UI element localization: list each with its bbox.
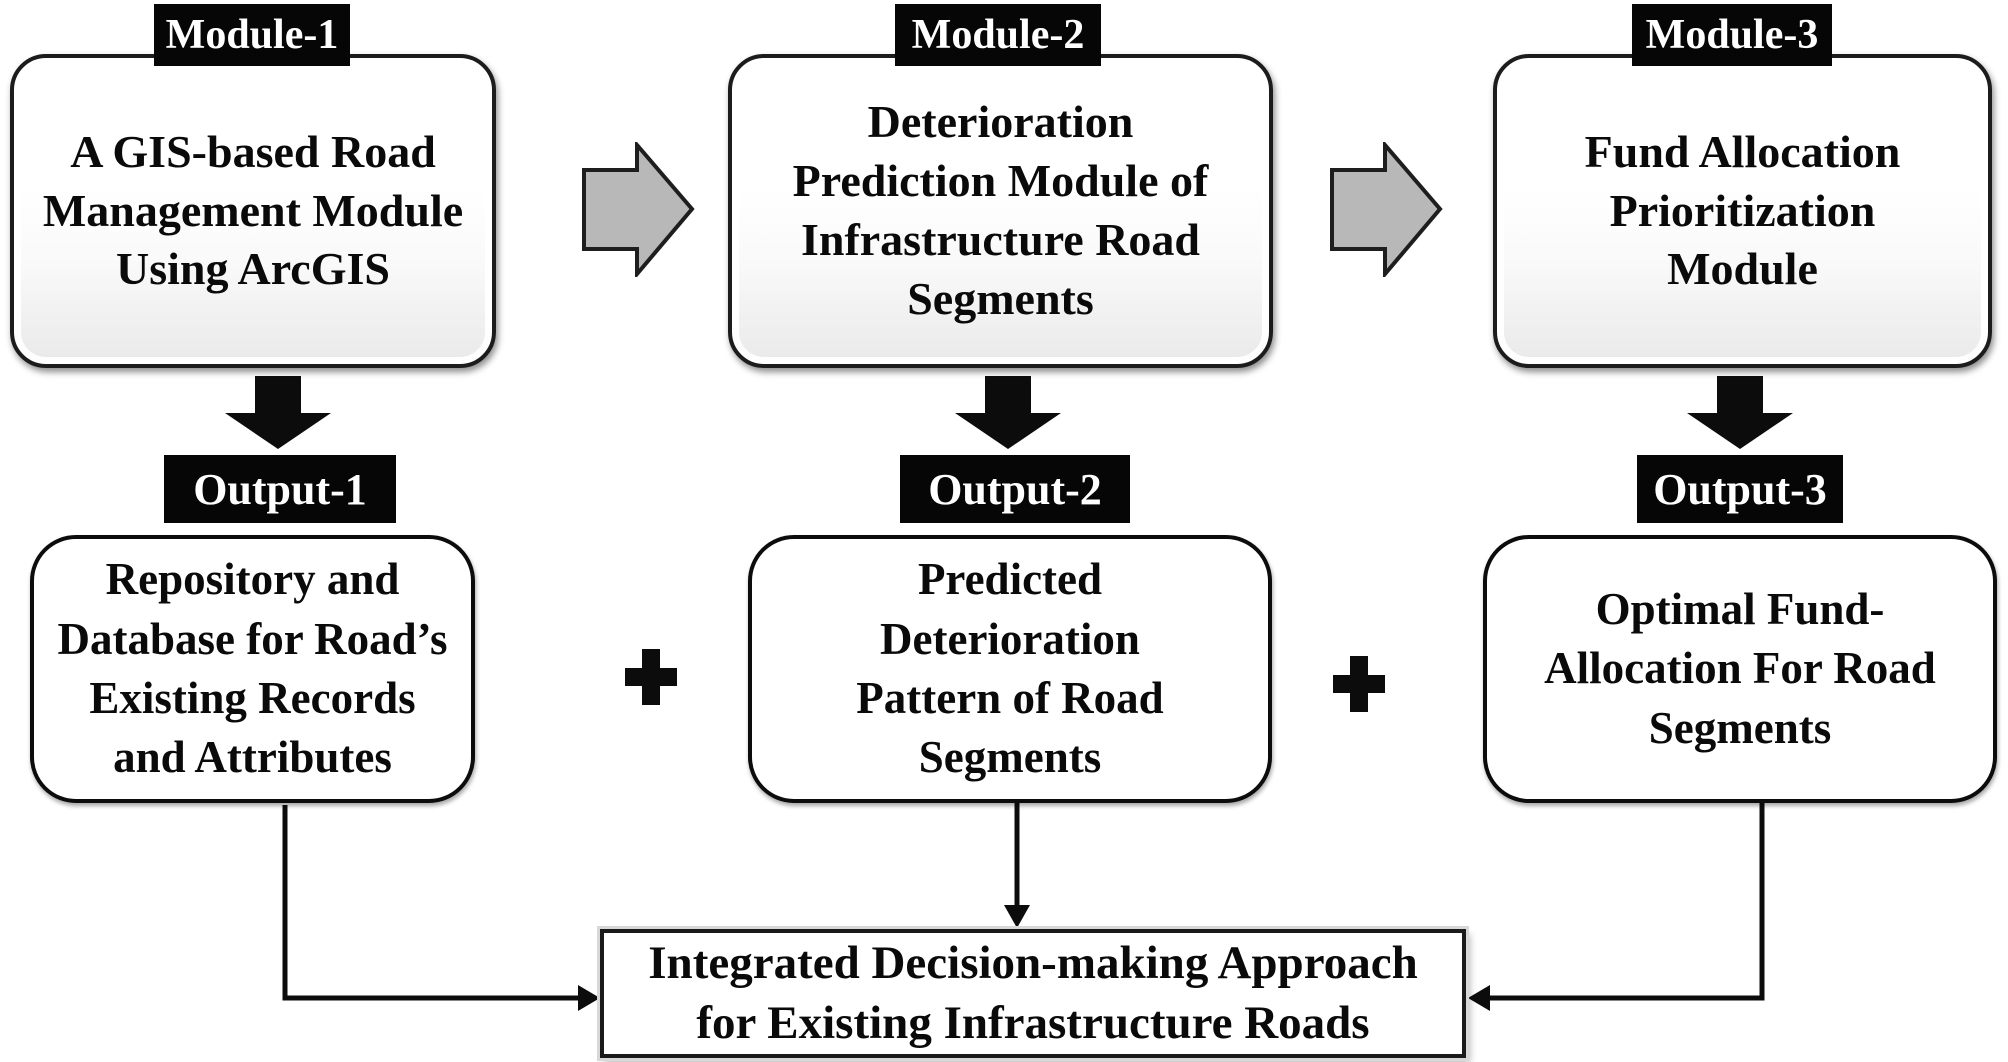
down-block-arrow-icon-2 [955,376,1061,449]
plus-icon-1 [625,649,677,705]
right-block-arrow-icon-1 [582,142,695,277]
module-3-box: Fund Allocation Prioritization Module [1493,54,1992,368]
output-1-box: Repository and Database for Road’s Exist… [30,535,475,803]
module-1-box: A GIS-based Road Management Module Using… [10,54,496,368]
output-3-tag: Output-3 [1637,455,1843,523]
down-block-arrow-icon-1 [225,376,331,449]
right-block-arrow-icon-2 [1330,142,1443,277]
output-3-box: Optimal Fund- Allocation For Road Segmen… [1483,535,1997,803]
plus-icon-2 [1333,656,1385,712]
integrated-decision-box: Integrated Decision-making Approach for … [600,929,1466,1058]
output-2-tag: Output-2 [900,455,1130,523]
module-3-tag: Module-3 [1632,4,1832,66]
module-2-box: Deterioration Prediction Module of Infra… [728,54,1273,368]
output-1-tag: Output-1 [164,455,396,523]
module-2-tag: Module-2 [895,4,1101,66]
output-2-box: Predicted Deterioration Pattern of Road … [748,535,1272,803]
down-block-arrow-icon-3 [1687,376,1793,449]
module-1-tag: Module-1 [154,4,350,66]
